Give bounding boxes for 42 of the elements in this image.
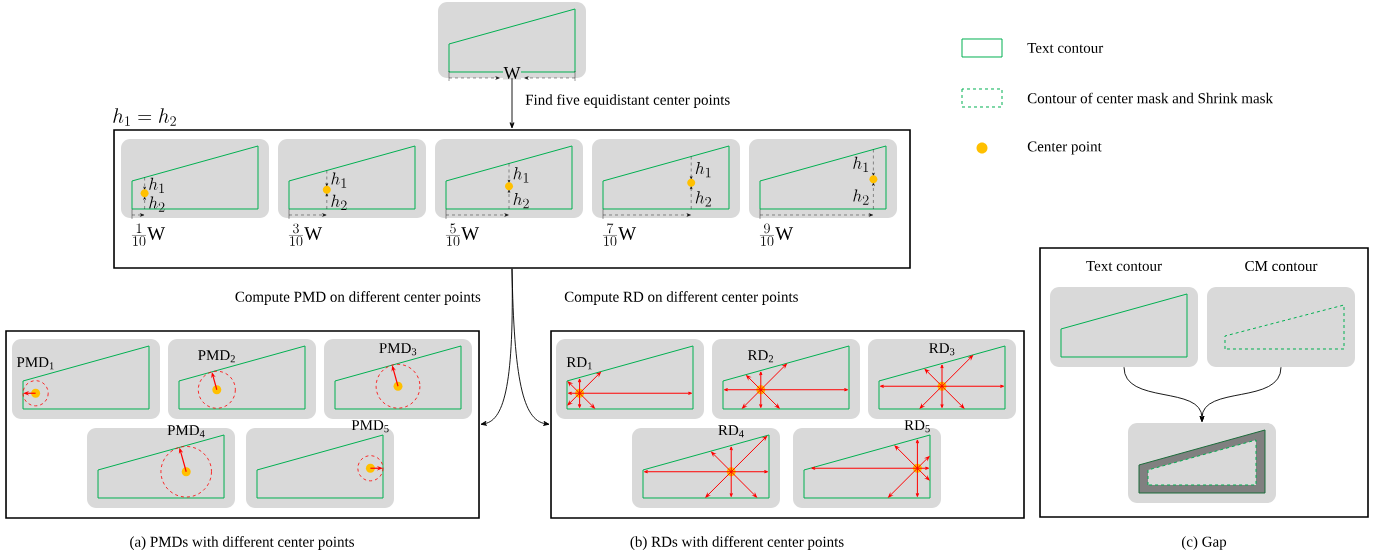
panel-caption: (a) PMDs with different center points — [130, 536, 354, 550]
distance-label: RD$_{3}$ — [929, 343, 955, 356]
width-fraction: $\frac{9}{10}\mathrm{W}$ — [759, 223, 794, 247]
height-label: $h_2$ — [149, 196, 165, 212]
height-label: $h_1$ — [331, 172, 347, 188]
arrow — [509, 77, 515, 129]
edge-label: Compute RD on different center points — [563, 290, 800, 306]
panel-caption: (b) RDs with different center points — [630, 536, 844, 550]
arrow — [1199, 366, 1282, 422]
distance-label: RD$_{4}$ — [718, 425, 744, 438]
height-label: $h_2$ — [513, 192, 529, 209]
formula-heading: $h_1 = h_2$ — [113, 108, 176, 126]
distance-label: PMD$_{1}$ — [16, 357, 54, 370]
distance-label: RD$_{5}$ — [904, 420, 930, 433]
distance-label: PMD$_{3}$ — [379, 343, 417, 356]
distance-label: PMD$_{5}$ — [351, 420, 389, 433]
height-label: $h_1$ — [695, 161, 711, 178]
width-label: W — [503, 66, 521, 80]
height-label: $h_2$ — [331, 194, 347, 211]
arrow — [511, 268, 550, 426]
legend-label: Center point — [1027, 141, 1102, 155]
legend-label: Text contour — [1027, 43, 1104, 53]
height-label: $h_2$ — [695, 191, 711, 207]
height-label: $h_1$ — [149, 177, 164, 194]
distance-label: RD$_{1}$ — [566, 357, 592, 370]
panel-caption: (c) Gap — [1181, 536, 1227, 550]
width-fraction: $\frac{3}{10}\mathrm{W}$ — [288, 223, 323, 247]
legend-label: Contour of center mask and Shrink mask — [1027, 92, 1273, 104]
width-fraction: $\frac{7}{10}\mathrm{W}$ — [602, 223, 637, 247]
edge-label: Compute PMD on different center points — [233, 290, 482, 306]
gap-tile-drawing — [1128, 423, 1276, 503]
width-fraction: $\frac{1}{10}\mathrm{W}$ — [131, 223, 166, 247]
tile-heading: CM contour — [1245, 260, 1318, 272]
distance-label: PMD$_{2}$ — [198, 350, 235, 363]
height-label: $h_1$ — [513, 167, 529, 183]
height-label: $h_1$ — [853, 156, 869, 173]
edge-label: Find five equidistant center points — [524, 93, 732, 109]
distance-label: PMD$_{4}$ — [167, 425, 205, 438]
distance-label: RD$_{2}$ — [747, 350, 773, 363]
tile-heading: Text contour — [1086, 261, 1162, 271]
width-fraction: $\frac{5}{10}\mathrm{W}$ — [445, 223, 480, 247]
height-label: $h_2$ — [853, 189, 869, 205]
